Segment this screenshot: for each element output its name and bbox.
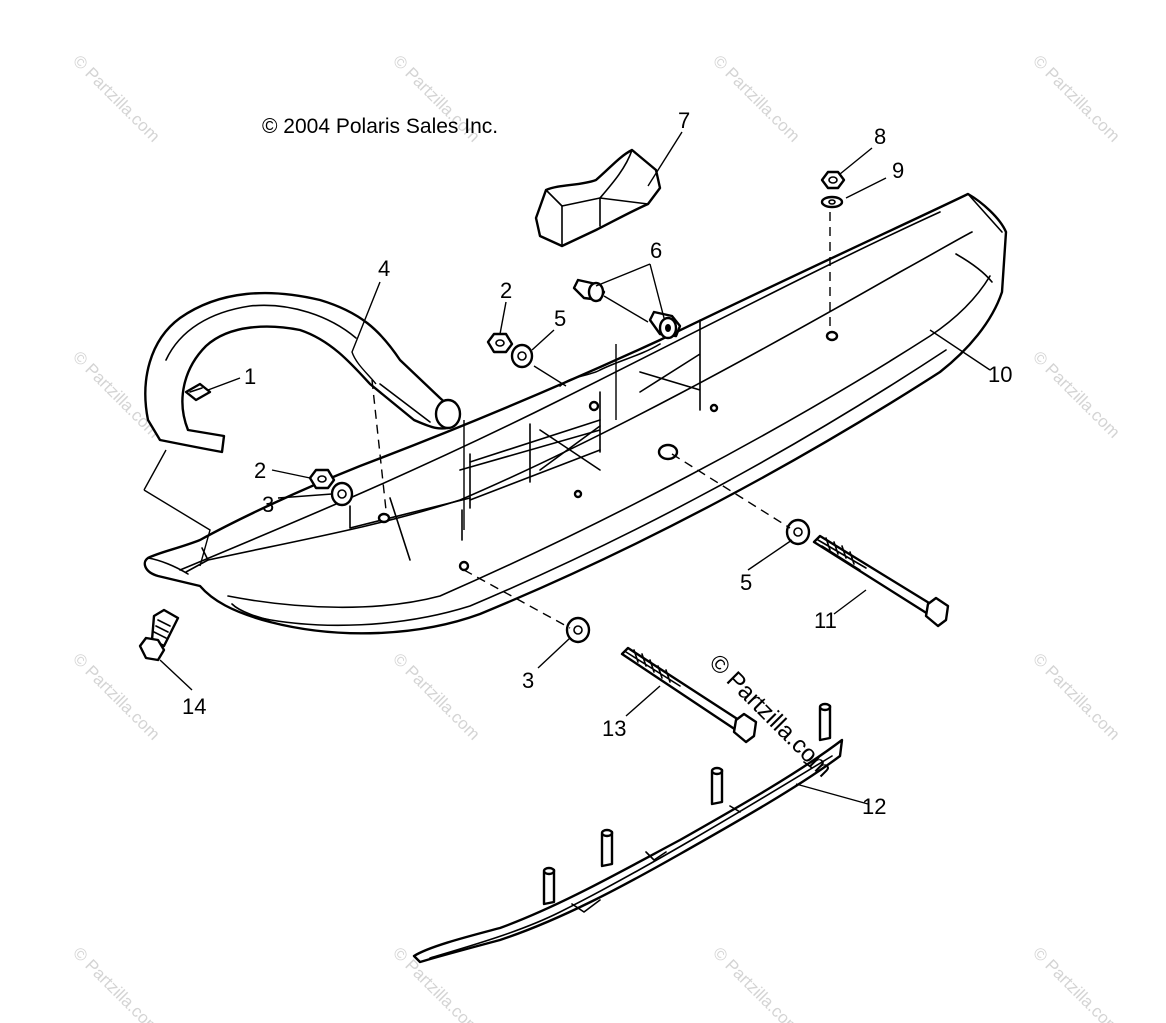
ski-body [143, 192, 1008, 635]
watermark: © Partzilla.com [69, 51, 163, 145]
callouts: 1 2 2 3 3 4 5 5 6 7 8 9 10 11 12 13 14 [182, 108, 1012, 819]
bushing-set [572, 278, 682, 340]
callout-6: 6 [650, 238, 662, 263]
callout-12: 12 [862, 794, 886, 819]
wear-pad [534, 148, 662, 248]
callout-10: 10 [988, 362, 1012, 387]
assembly-lines [371, 212, 831, 629]
callout-2: 2 [500, 278, 512, 303]
hardware [308, 170, 846, 644]
watermark: © Partzilla.com [389, 649, 483, 743]
callout-7: 7 [678, 108, 690, 133]
watermark: © Partzilla.com [1029, 51, 1123, 145]
watermark: © Partzilla.com [1029, 347, 1123, 441]
carbide-runner [412, 702, 844, 964]
leader-lines [143, 131, 991, 805]
stud-bolt [138, 608, 180, 662]
callout-3: 3 [262, 492, 274, 517]
watermark: © Partzilla.com [69, 943, 163, 1023]
callout-4: 4 [378, 256, 390, 281]
watermark: © Partzilla.com [69, 649, 163, 743]
watermark: © Partzilla.com [709, 51, 803, 145]
callout-13: 13 [602, 716, 626, 741]
callout-11: 11 [814, 608, 837, 633]
callout-3: 3 [522, 668, 534, 693]
watermark: © Partzilla.com [1029, 943, 1123, 1023]
callout-14: 14 [182, 694, 206, 719]
callout-1: 1 [244, 364, 256, 389]
copyright-text: © 2004 Polaris Sales Inc. [262, 115, 498, 138]
watermark: © Partzilla.com [1029, 649, 1123, 743]
callout-8: 8 [874, 124, 886, 149]
bolt-long [812, 534, 950, 628]
ski-handle [144, 291, 462, 454]
callout-2: 2 [254, 458, 266, 483]
watermark: © Partzilla.com [709, 943, 803, 1023]
callout-5: 5 [740, 570, 752, 595]
bolt-short [620, 646, 758, 744]
callout-9: 9 [892, 158, 904, 183]
callout-5: 5 [554, 306, 566, 331]
